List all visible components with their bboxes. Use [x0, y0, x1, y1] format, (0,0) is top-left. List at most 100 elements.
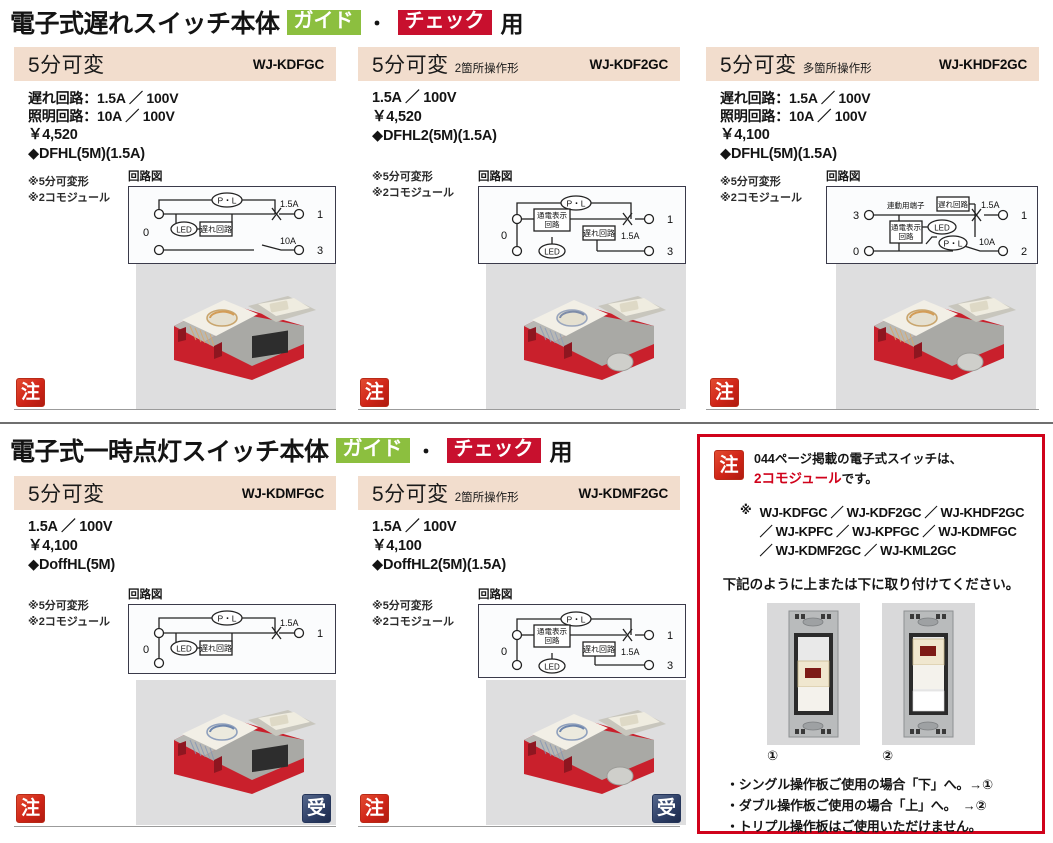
- svg-text:LED: LED: [544, 663, 560, 672]
- column-rule: [706, 409, 1039, 410]
- product-subtype: 2箇所操作形: [454, 492, 519, 504]
- spec-line: 遅れ回路：1.5A ／ 100V: [720, 90, 871, 106]
- product-name: 5分可変: [372, 54, 449, 77]
- svg-text:遅れ回路: 遅れ回路: [200, 224, 232, 234]
- svg-text:0: 0: [143, 227, 149, 239]
- note-line: ※5分可変形: [372, 171, 433, 184]
- note-box: 注 044ページ掲載の電子式スイッチは、 2コモジュールです。 ※ WJ-KDF…: [697, 434, 1045, 834]
- note-bullet: ・トリプル操作板はご使用いただけません。: [726, 818, 982, 834]
- svg-text:通電表示: 通電表示: [891, 222, 921, 232]
- svg-text:通電表示: 通電表示: [537, 210, 567, 220]
- product-card-wj-khdf2gc: 5分可変 多箇所操作形 WJ-KHDF2GC 遅れ回路：1.5A ／ 100V …: [706, 47, 1039, 206]
- note-box-header: 注 044ページ掲載の電子式スイッチは、 2コモジュールです。: [700, 437, 1042, 489]
- note-figure-2: ②: [882, 602, 975, 764]
- spec-line: 1.5A ／ 100V: [28, 519, 113, 535]
- product-card-wj-kdmfgc: 5分可変 WJ-KDMFGC 1.5A ／ 100V ￥4,100 ◆DoffH…: [14, 476, 336, 630]
- product-specs: 1.5A ／ 100V ￥4,100 ◆DoffHL2(5M)(1.5A) ※5…: [358, 510, 680, 630]
- svg-text:0: 0: [501, 646, 507, 658]
- spec-price: ￥4,100: [720, 126, 770, 143]
- note-line: ※5分可変形: [372, 600, 433, 613]
- svg-text:通電表示: 通電表示: [537, 626, 567, 636]
- svg-text:0: 0: [501, 230, 507, 242]
- circuit-box: 遅れ回路 通電表示 回路 LED P・L 連動用端子 3 0 1 2 1.5A …: [826, 186, 1038, 264]
- product-name: 5分可変: [28, 483, 105, 506]
- note-code-line: ／ WJ-KPFC ／ WJ-KPFGC ／ WJ-KDMFGC: [759, 524, 1017, 540]
- badge-chu: 注: [360, 378, 389, 407]
- svg-text:LED: LED: [176, 226, 192, 235]
- circuit-diagram-wj-kdmfgc: 回路図 P・L: [128, 586, 336, 674]
- product-notes: ※5分可変形 ※2コモジュール: [28, 599, 336, 630]
- circuit-label: 回路図: [478, 171, 513, 183]
- product-header-bar: 5分可変 2箇所操作形 WJ-KDF2GC: [358, 47, 680, 81]
- note-line: ※2コモジュール: [28, 615, 111, 628]
- svg-text:LED: LED: [544, 248, 560, 257]
- switch-device-image: [524, 296, 666, 380]
- product-photo-wj-kdf2gc: [486, 264, 686, 409]
- svg-text:0: 0: [143, 644, 149, 656]
- section-1-tag-guide: ガイド: [286, 9, 361, 35]
- svg-text:LED: LED: [934, 224, 950, 233]
- note-line: ※2コモジュール: [720, 191, 803, 204]
- svg-text:遅れ回路: 遅れ回路: [938, 199, 968, 209]
- spec-price: ￥4,520: [28, 126, 78, 143]
- product-notes: ※5分可変形 ※2コモジュール: [720, 175, 1039, 206]
- svg-text:1.5A: 1.5A: [621, 231, 640, 241]
- section-1-title: 電子式遅れスイッチ本体: [10, 10, 280, 38]
- note-box-line-2-suffix: です。: [841, 471, 878, 486]
- product-subtype: 多箇所操作形: [802, 63, 872, 75]
- svg-text:1: 1: [667, 214, 673, 226]
- svg-text:1.5A: 1.5A: [280, 199, 299, 209]
- column-rule: [14, 409, 336, 410]
- svg-text:10A: 10A: [280, 236, 296, 246]
- note-box-bullets: ・シングル操作板ご使用の場合「下」へ。→① ・ダブル操作板ご使用の場合「上」へ。…: [726, 774, 1042, 837]
- note-box-module-count: 2コモジュール: [754, 470, 842, 486]
- note-code-line: WJ-KDFGC ／ WJ-KDF2GC ／ WJ-KHDF2GC: [759, 505, 1025, 520]
- product-name: 5分可変: [720, 54, 797, 77]
- circuit-label: 回路図: [128, 589, 163, 601]
- note-line: ※2コモジュール: [372, 615, 455, 628]
- note-bullet: ・シングル操作板ご使用の場合「下」へ。→①: [726, 776, 993, 792]
- note-line: ※5分可変形: [720, 176, 781, 189]
- note-line: ※5分可変形: [28, 176, 89, 189]
- svg-text:1: 1: [1021, 210, 1027, 222]
- product-name: 5分可変: [372, 483, 449, 506]
- badge-chu: 注: [16, 378, 45, 407]
- svg-text:回路: 回路: [545, 219, 560, 229]
- product-specs: 遅れ回路：1.5A ／ 100V 照明回路：10A ／ 100V ￥4,100 …: [706, 81, 1039, 206]
- circuit-diagram-wj-khdf2gc: 回路図: [826, 168, 1038, 264]
- product-name: 5分可変: [28, 54, 105, 77]
- note-code-line: ／ WJ-KDMF2GC ／ WJ-KML2GC: [759, 543, 957, 559]
- switch-device-image: [174, 710, 316, 794]
- product-photo-wj-kdfgc: [136, 264, 336, 409]
- product-notes: ※5分可変形 ※2コモジュール: [372, 170, 680, 201]
- note-figure-1: ①: [767, 602, 860, 764]
- svg-text:連動用端子: 連動用端子: [887, 200, 925, 210]
- svg-text:1: 1: [317, 628, 323, 640]
- product-code: WJ-KDMF2GC: [578, 485, 669, 501]
- product-notes: ※5分可変形 ※2コモジュール: [28, 175, 336, 206]
- circuit-label: 回路図: [478, 589, 513, 601]
- svg-text:2: 2: [1021, 246, 1027, 258]
- section-1-suffix: 用: [500, 11, 524, 37]
- column-rule: [14, 826, 336, 827]
- circuit-diagram-wj-kdfgc: 回路図: [128, 168, 336, 264]
- note-bullet: ・ダブル操作板ご使用の場合「上」へ。 →②: [726, 797, 987, 813]
- badge-uke: 受: [652, 794, 681, 823]
- product-photo-wj-khdf2gc: [836, 264, 1036, 409]
- spec-line: 照明回路：10A ／ 100V: [720, 108, 867, 125]
- product-specs: 1.5A ／ 100V ￥4,100 ◆DoffHL(5M) ※5分可変形 ※2…: [14, 510, 336, 630]
- svg-text:遅れ回路: 遅れ回路: [583, 644, 615, 654]
- spec-price: ￥4,100: [28, 538, 78, 555]
- circuit-label: 回路図: [826, 171, 861, 183]
- section-1-heading: 電子式遅れスイッチ本体 ガイド ・ チェック 用: [10, 4, 524, 40]
- switch-device-image: [174, 296, 316, 380]
- svg-text:回路: 回路: [899, 231, 914, 241]
- mounting-photo-upper: [882, 602, 975, 745]
- product-code: WJ-KDMFGC: [241, 485, 324, 501]
- section-divider: [0, 422, 1053, 424]
- circuit-label: 回路図: [128, 171, 163, 183]
- spec-line: 1.5A ／ 100V: [372, 519, 457, 535]
- note-line: ※2コモジュール: [372, 186, 455, 199]
- product-notes: ※5分可変形 ※2コモジュール: [372, 599, 680, 630]
